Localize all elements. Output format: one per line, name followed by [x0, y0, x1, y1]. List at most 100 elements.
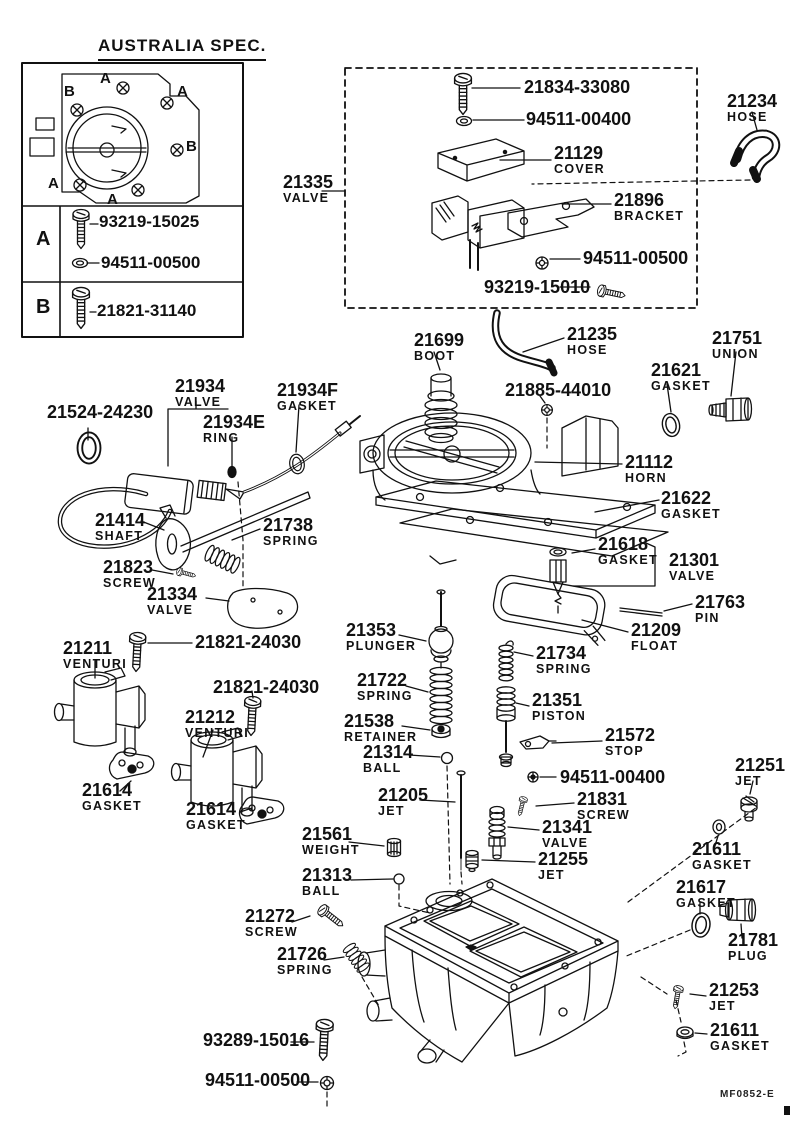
callout-letter-A: A	[48, 175, 59, 192]
australia-spec-box	[21, 62, 244, 338]
weight-21561	[348, 837, 402, 858]
part-label-21821-24030: 21821-24030	[213, 677, 320, 697]
valve-21341	[488, 805, 540, 860]
union-21751	[708, 351, 753, 422]
table-part-94511-00500: 94511-00500	[101, 253, 201, 272]
callout-letter-A: A	[177, 83, 188, 100]
retainer-21538	[401, 723, 451, 739]
nut-21885	[539, 395, 553, 449]
float-21209	[492, 574, 606, 646]
part-label-21524-24230: 21524-24230	[47, 402, 154, 422]
part-label-94511-00400: 94511-00400	[560, 767, 666, 787]
part-label-93219-15010: 93219-15010	[484, 277, 591, 297]
jet-21255	[465, 849, 536, 873]
part-label-21885-44010: 21885-44010	[505, 380, 612, 400]
table-key-A: A	[36, 228, 51, 250]
gasket-21611-a	[712, 819, 726, 850]
spring-21722	[405, 666, 453, 725]
gasket-21614-a	[108, 751, 155, 780]
part-label-93289-15016: 93289-15016	[203, 1030, 310, 1050]
part-label-94511-00500: 94511-00500	[205, 1070, 311, 1090]
part-label-94511-00500: 94511-00500	[583, 248, 689, 268]
float-bowl-body	[357, 878, 619, 1064]
choke-cable-21934	[57, 400, 361, 587]
jet-21205	[419, 765, 466, 885]
valve-kit-box	[321, 67, 698, 309]
plug-21781	[719, 898, 757, 939]
table-key-B: B	[36, 296, 51, 318]
part-label-94511-00400: 94511-00400	[526, 109, 632, 129]
boot-21699	[424, 351, 458, 444]
needle-valve-21301	[549, 542, 656, 614]
hose-21234	[531, 111, 781, 185]
stop-21572	[519, 735, 603, 750]
table-part-93219-15025: 93219-15025	[99, 212, 200, 231]
australia-spec-title: AUSTRALIA SPEC.	[98, 36, 267, 61]
jet-21251	[740, 780, 758, 822]
valve-21334	[205, 587, 299, 629]
plunger-21353	[398, 589, 454, 669]
part-label-21834-33080: 21834-33080	[524, 77, 631, 97]
gasket-21614-b	[238, 796, 285, 825]
callout-letter-A: A	[107, 191, 118, 208]
washer-94511-00500-b	[296, 1075, 335, 1108]
spring-21734	[498, 640, 534, 682]
callout-letter-B: B	[64, 83, 75, 100]
gasket-21611-b	[676, 1026, 708, 1040]
air-horn-21112	[359, 412, 656, 539]
callout-letter-B: B	[186, 138, 197, 155]
shaft-21414	[140, 491, 311, 571]
gasket-21617	[689, 902, 713, 939]
